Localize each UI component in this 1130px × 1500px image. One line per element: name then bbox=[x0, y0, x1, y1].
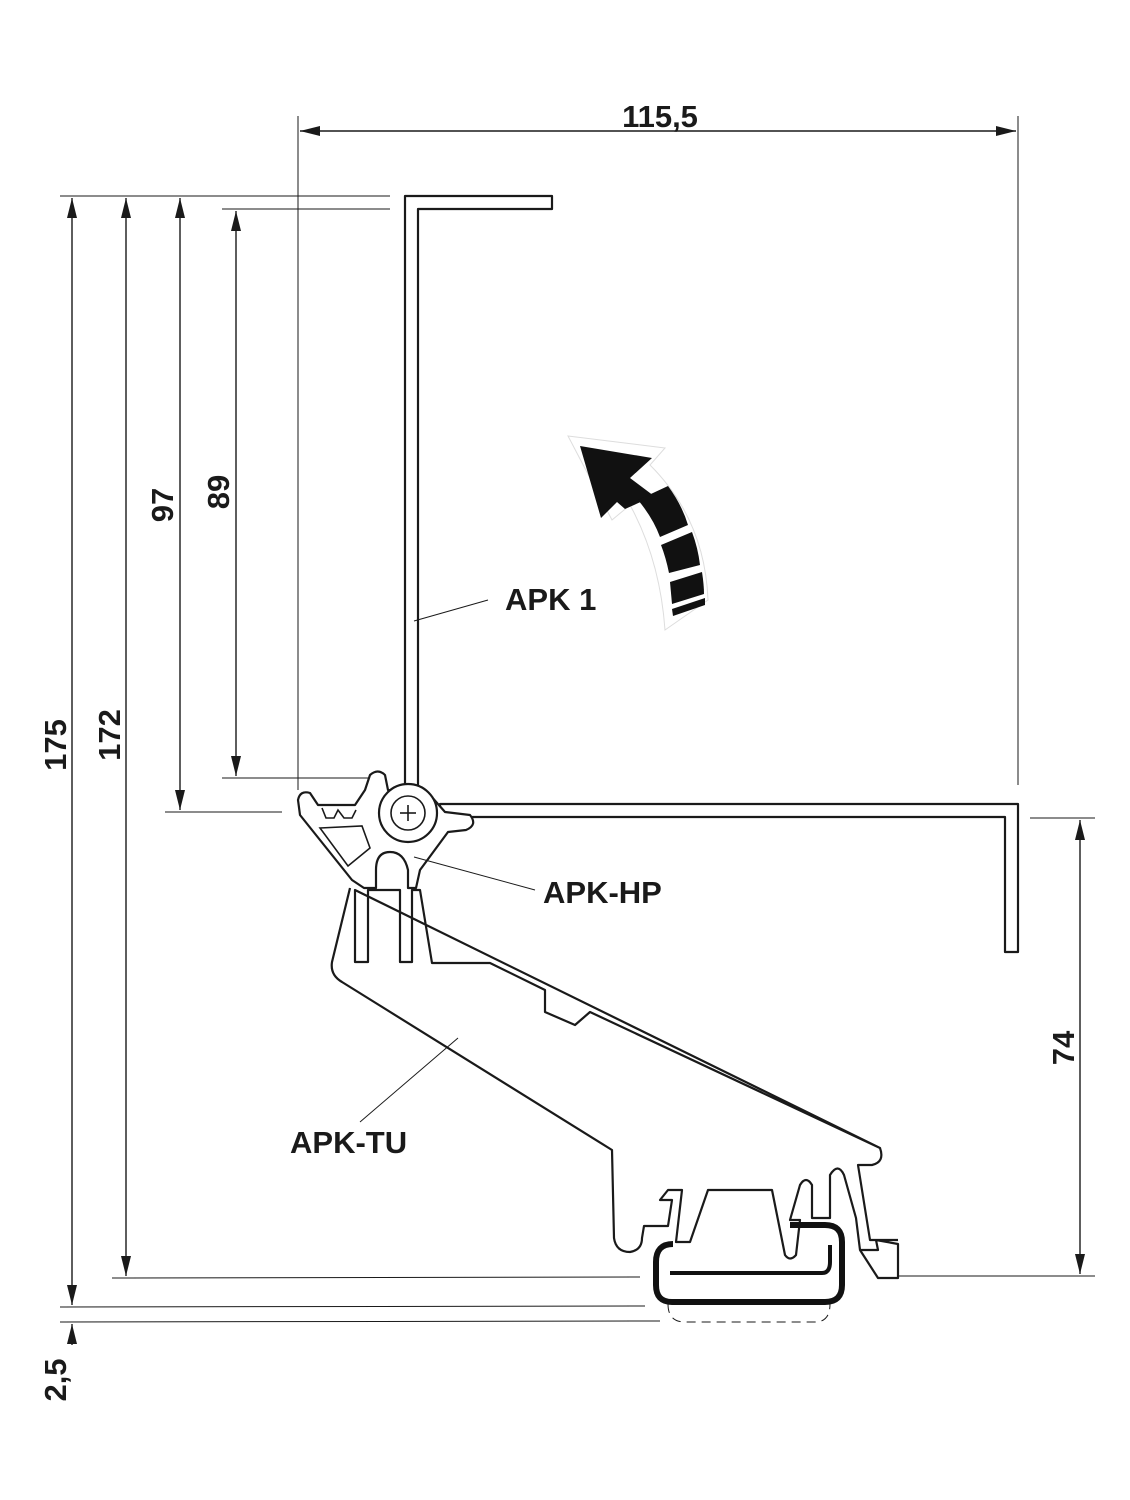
din-rail bbox=[653, 1222, 845, 1323]
dim-text-74: 74 bbox=[1046, 1030, 1081, 1065]
leader-apk-hp bbox=[413, 856, 536, 891]
extension-lines bbox=[59, 116, 1095, 1323]
dim-text-172: 172 bbox=[92, 709, 127, 761]
apk-tu-terminal-carrier bbox=[330, 887, 900, 1280]
rotation-arrow-icon bbox=[567, 435, 709, 631]
dim-text-175: 175 bbox=[38, 719, 73, 771]
dim-text-89: 89 bbox=[201, 475, 236, 509]
dim-text-2-5: 2,5 bbox=[38, 1358, 73, 1401]
leader-apk1 bbox=[413, 599, 489, 622]
label-apk-tu: APK-TU bbox=[290, 1125, 407, 1160]
label-apk1: APK 1 bbox=[505, 582, 596, 617]
apk-hp-holder bbox=[296, 770, 475, 890]
screw-icon bbox=[390, 795, 426, 831]
apk1-bracket bbox=[403, 194, 1020, 954]
dim-text-97: 97 bbox=[145, 488, 180, 522]
label-apk-hp: APK-HP bbox=[543, 875, 662, 910]
leader-apk-tu bbox=[359, 1037, 459, 1123]
dim-text-115-5: 115,5 bbox=[622, 99, 698, 134]
